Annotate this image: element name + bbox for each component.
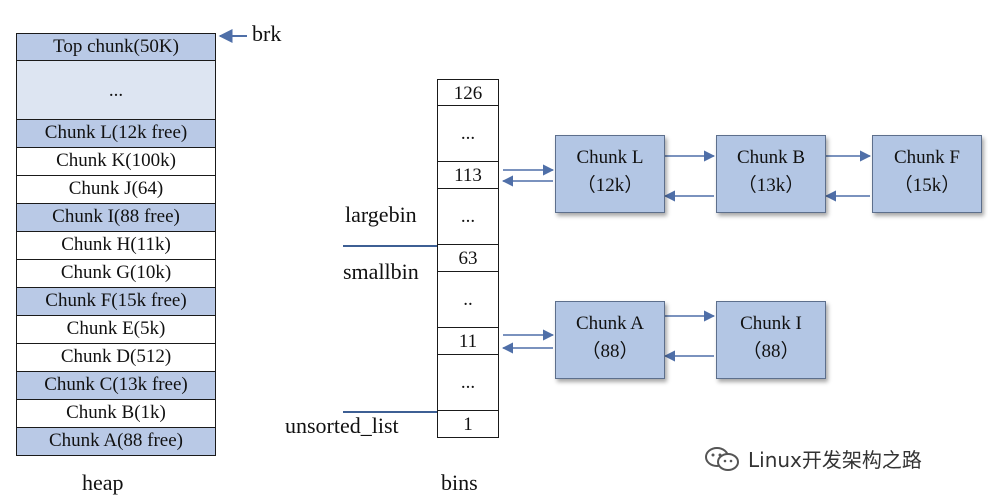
largebin-label: largebin bbox=[345, 202, 417, 227]
heap-column: Top chunk(50K) ... Chunk L(12k free) Chu… bbox=[16, 33, 216, 456]
chunk-box-i: Chunk I （88） bbox=[716, 301, 826, 379]
chunk-box-name: Chunk B bbox=[736, 147, 806, 168]
chunk-box-l: Chunk L （12k） bbox=[555, 135, 665, 213]
chunk-box-size: （88） bbox=[581, 341, 639, 362]
heap-row-chunk-h: Chunk H(11k) bbox=[16, 232, 216, 260]
smallbin-label: smallbin bbox=[343, 259, 419, 284]
chunk-box-f: Chunk F （15k） bbox=[872, 135, 982, 213]
chunk-box-size: （15k） bbox=[893, 175, 961, 196]
heap-label: heap bbox=[82, 470, 124, 495]
heap-row-chunk-f: Chunk F(15k free) bbox=[16, 288, 216, 316]
bin-cell-gap: .. bbox=[437, 272, 499, 328]
bin-cell-11: 11 bbox=[437, 328, 499, 355]
bin-cell-gap: ... bbox=[437, 189, 499, 245]
bin-cell-gap: ... bbox=[437, 106, 499, 162]
chunk-box-b: Chunk B （13k） bbox=[716, 135, 826, 213]
chunk-box-name: Chunk I bbox=[740, 313, 802, 334]
chunk-box-name: Chunk L bbox=[576, 147, 644, 168]
heap-row-ellipsis: ... bbox=[16, 61, 216, 120]
unsorted-list-label: unsorted_list bbox=[285, 413, 399, 438]
bin-cell-gap: ... bbox=[437, 355, 499, 411]
bin-cell-1: 1 bbox=[437, 411, 499, 438]
wechat-icon bbox=[705, 446, 739, 471]
watermark: Linux开发架构之路 bbox=[702, 444, 922, 473]
chunk-box-size: （13k） bbox=[737, 175, 805, 196]
heap-row-chunk-j: Chunk J(64) bbox=[16, 176, 216, 204]
heap-row-chunk-i: Chunk I(88 free) bbox=[16, 204, 216, 232]
heap-row-chunk-b: Chunk B(1k) bbox=[16, 400, 216, 428]
brk-label: brk bbox=[252, 21, 282, 46]
chunk-box-size: （12k） bbox=[576, 175, 644, 196]
chunk-box-name: Chunk F bbox=[894, 147, 960, 168]
chunk-box-size: （88） bbox=[742, 341, 800, 362]
bin-cell-63: 63 bbox=[437, 245, 499, 272]
bins-label: bins bbox=[441, 470, 478, 495]
bins-column: 126 ... 113 ... 63 .. 11 ... 1 bbox=[437, 79, 499, 438]
chunk-box-a: Chunk A （88） bbox=[555, 301, 665, 379]
heap-row-chunk-l: Chunk L(12k free) bbox=[16, 120, 216, 148]
heap-row-chunk-k: Chunk K(100k) bbox=[16, 148, 216, 176]
watermark-text: Linux开发架构之路 bbox=[748, 448, 922, 472]
bin-cell-126: 126 bbox=[437, 79, 499, 106]
heap-row-chunk-a: Chunk A(88 free) bbox=[16, 428, 216, 456]
heap-row-chunk-c: Chunk C(13k free) bbox=[16, 372, 216, 400]
heap-row-chunk-d: Chunk D(512) bbox=[16, 344, 216, 372]
heap-row-top-chunk: Top chunk(50K) bbox=[16, 33, 216, 61]
heap-row-chunk-g: Chunk G(10k) bbox=[16, 260, 216, 288]
bin-cell-113: 113 bbox=[437, 162, 499, 189]
heap-row-chunk-e: Chunk E(5k) bbox=[16, 316, 216, 344]
chunk-box-name: Chunk A bbox=[575, 313, 645, 334]
